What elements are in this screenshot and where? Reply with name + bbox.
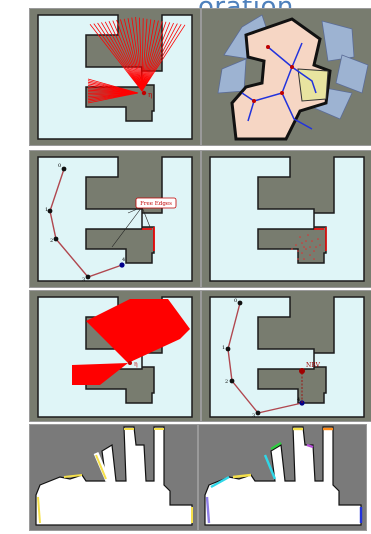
panel-visibility-cone: η <box>29 290 201 422</box>
waypoint-label-2: 2 <box>225 379 228 385</box>
explored-region <box>230 17 332 141</box>
visible-region-upper <box>86 299 190 363</box>
callout-label: Free Edges <box>140 201 172 207</box>
panel-free-edges: 0 1 2 3 4 Free Edges <box>29 150 201 288</box>
mapped-free-space <box>35 426 193 526</box>
frontier-clusters-figure <box>199 425 366 530</box>
frontier-samples-figure <box>202 151 371 287</box>
sampling-tree-figure <box>202 9 371 145</box>
free-space-map <box>209 156 365 282</box>
waypoint-label-3: 3 <box>82 277 85 283</box>
visible-region-lower <box>72 363 128 385</box>
next-best-view-figure: 0 1 2 3 4 NBV <box>202 291 371 421</box>
free-space-map <box>37 14 193 140</box>
nbv-marker <box>299 368 305 374</box>
waypoint-label-3: 3 <box>252 413 255 419</box>
free-edge-segments <box>314 227 327 251</box>
panel-occupancy-map <box>29 424 198 531</box>
sensor-rays-upper <box>89 16 186 92</box>
free-edges-figure: 0 1 2 3 4 Free Edges <box>30 151 200 287</box>
clustered-frontiers <box>205 427 363 524</box>
rrt-tree-edges <box>241 42 317 130</box>
waypoint-label-1: 1 <box>222 345 225 351</box>
waypoint-label-4: 4 <box>122 257 125 263</box>
tree-nodes <box>252 45 294 103</box>
free-edge-segments <box>142 227 155 251</box>
ray-casting-figure: η <box>30 9 200 145</box>
occupancy-map-figure <box>30 425 197 530</box>
waypoint-label-0: 0 <box>58 163 61 169</box>
robot-marker <box>141 90 147 96</box>
free-space-map <box>37 296 193 418</box>
waypoint-label-4: 4 <box>297 397 300 403</box>
panel-frontier-samples <box>201 150 371 288</box>
path-waypoints <box>225 300 261 416</box>
goal-marker <box>119 262 125 268</box>
frontier-edges <box>37 428 193 524</box>
candidate-samples <box>291 234 321 260</box>
panel-sampling-tree <box>201 8 371 146</box>
waypoint-label-0: 0 <box>234 298 237 304</box>
callout-box <box>135 197 177 209</box>
path-waypoints <box>47 166 91 280</box>
panel-ray-casting: η <box>29 8 201 146</box>
free-space-map <box>209 296 365 418</box>
panel-frontier-clusters <box>198 424 367 531</box>
waypoint-label-1: 1 <box>45 207 48 213</box>
robot-marker <box>128 361 132 365</box>
nbv-label: NBV <box>306 362 321 369</box>
visibility-cone-figure: η <box>30 291 200 421</box>
robot-label: η <box>134 361 138 368</box>
robot-label: η <box>148 91 152 99</box>
sensor-rays-left <box>87 78 139 104</box>
waypoint-label-2: 2 <box>50 238 53 244</box>
free-space-map <box>37 156 193 282</box>
panel-next-best-view: 0 1 2 3 4 NBV <box>201 290 371 422</box>
